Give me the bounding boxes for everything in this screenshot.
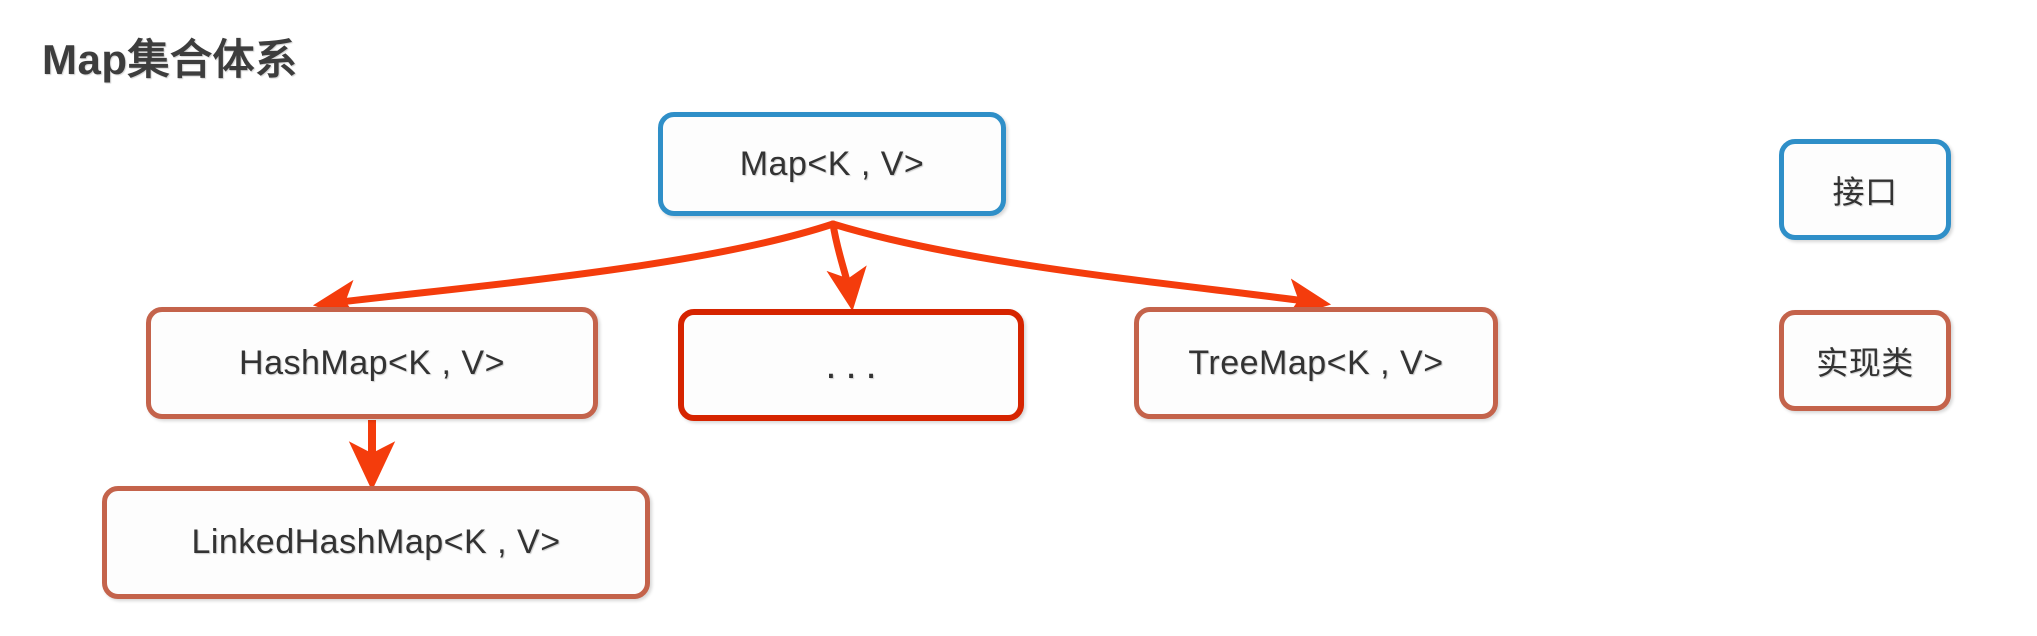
node-map-label: Map<K , V>	[739, 144, 925, 183]
legend-interface[interactable]: 接口	[1779, 139, 1951, 240]
node-map-interface[interactable]: Map<K , V>	[658, 112, 1006, 216]
node-treemap[interactable]: TreeMap<K , V>	[1134, 307, 1498, 419]
node-ellipsis-label: ...	[825, 343, 886, 387]
node-ellipsis[interactable]: ...	[678, 309, 1024, 421]
edge-map-to-ellipsis	[826, 220, 867, 312]
node-hashmap[interactable]: HashMap<K , V>	[146, 307, 598, 419]
edge-map-to-treemap	[829, 220, 1332, 319]
page-title: Map集合体系	[42, 36, 298, 83]
legend-implementation[interactable]: 实现类	[1779, 310, 1951, 411]
legend-implementation-label: 实现类	[1816, 344, 1914, 381]
node-hashmap-label: HashMap<K , V>	[239, 343, 505, 382]
node-linkedhashmap[interactable]: LinkedHashMap<K , V>	[102, 486, 650, 599]
node-treemap-label: TreeMap<K , V>	[1188, 343, 1444, 382]
legend-interface-label: 接口	[1832, 173, 1898, 210]
node-linkedhashmap-label: LinkedHashMap<K , V>	[191, 523, 561, 561]
edge-map-to-hashmap	[312, 220, 837, 321]
